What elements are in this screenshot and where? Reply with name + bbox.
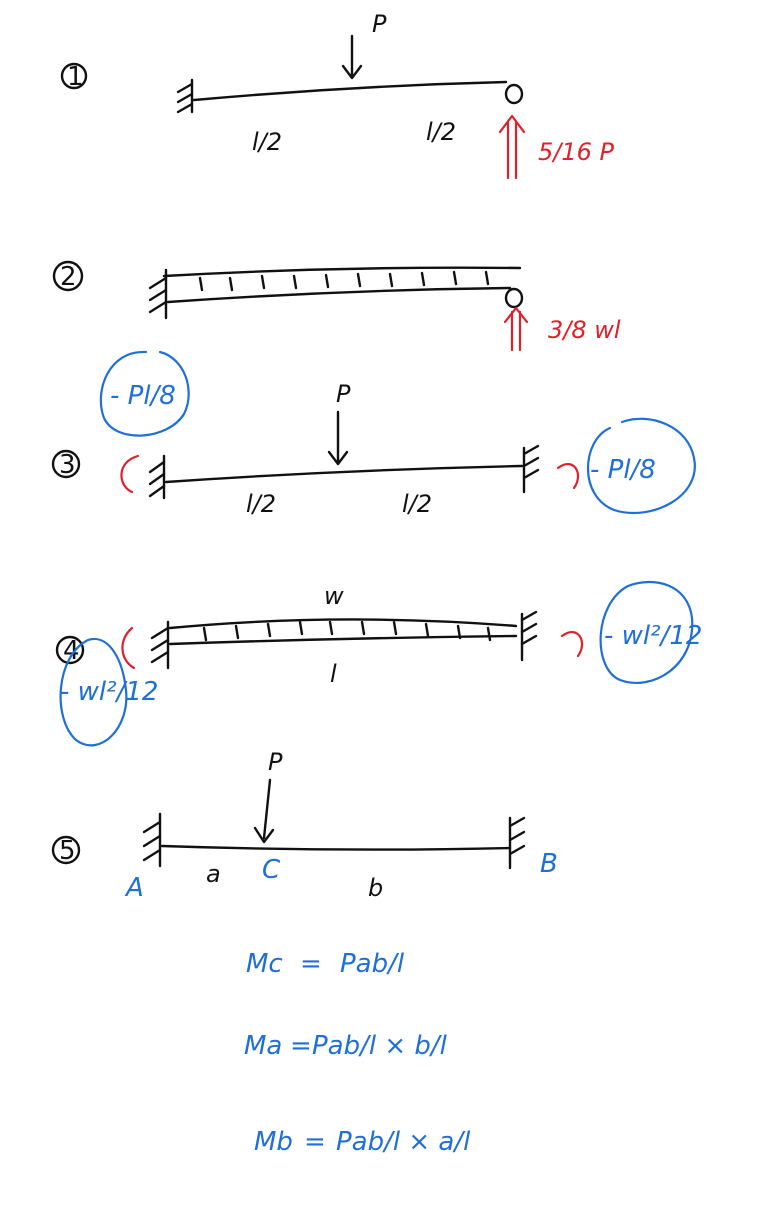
case-1-number: 1 — [67, 62, 84, 92]
case-4-beam — [168, 634, 518, 646]
case-5-seg-a: a — [206, 860, 221, 888]
case-3-load-label: P — [336, 380, 351, 408]
case-5-seg-b: b — [368, 874, 383, 902]
case-4-span: l — [330, 660, 337, 688]
case-4-right-moment-arrow — [560, 631, 584, 658]
case-3-right-hatch — [522, 444, 540, 480]
case-1-reaction: 5/16 P — [538, 138, 615, 166]
case-4-left-moment: - wl²/12 — [60, 677, 158, 707]
case-2: 2 3/8 wl — [52, 260, 621, 352]
case-1-load-arrow — [341, 34, 363, 80]
case-2-load-ticks — [198, 270, 490, 292]
formula-ma-rhs: Pab/l × b/l — [312, 1031, 448, 1061]
case-3-circle — [51, 449, 81, 479]
case-2-circle — [52, 260, 84, 292]
case-1-roller — [504, 83, 524, 105]
case-1-left-span: l/2 — [252, 128, 282, 156]
case-5-point-a: A — [124, 873, 144, 903]
case-5-left-hatch — [142, 820, 162, 862]
case-4-load-ticks — [202, 620, 492, 642]
case-5-number: 5 — [59, 836, 76, 866]
case-3-left-span: l/2 — [246, 490, 276, 518]
case-2-reaction-arrow — [503, 306, 529, 352]
case-5-right-hatch — [508, 816, 526, 856]
case-4-right-moment-bubble — [599, 580, 694, 685]
formulas: Mc = Pab/l Ma = Pab/l × b/l Mb = Pab/l ×… — [244, 949, 471, 1157]
case-4-left-moment-bubble — [59, 637, 128, 747]
case-3: 3 - Pl/8 P l/2 l/2 - Pl/8 — [51, 350, 696, 518]
case-4: 4 - wl²/12 w l - wl²/12 — [55, 580, 702, 747]
case-3-right-moment-arrow — [556, 463, 580, 490]
case-3-left-moment: - Pl/8 — [110, 381, 176, 411]
case-5-point-c: C — [262, 855, 281, 885]
case-3-load-arrow — [327, 410, 349, 466]
case-3-right-span: l/2 — [402, 490, 432, 518]
case-1: 1 P l/2 l/2 5/16 P — [60, 10, 615, 180]
case-5-load-arrow — [253, 778, 275, 844]
case-2-reaction: 3/8 wl — [548, 316, 621, 344]
case-4-left-moment-arrow — [121, 626, 136, 670]
formula-ma-lhs: Ma — [244, 1031, 282, 1061]
case-3-right-moment-bubble — [586, 417, 696, 515]
case-2-roller — [504, 287, 524, 309]
case-5-point-b: B — [540, 849, 558, 879]
formula-ma-equals: = — [290, 1031, 312, 1061]
case-4-load-line — [168, 618, 518, 630]
case-1-right-span: l/2 — [426, 118, 456, 146]
case-5-circle — [51, 835, 81, 865]
formula-mc-rhs: Pab/l — [340, 949, 405, 979]
case-2-beam — [166, 286, 512, 304]
case-1-beam — [192, 80, 508, 102]
case-5: 5 P A B C a b — [51, 748, 558, 903]
case-5-load-label: P — [268, 748, 283, 776]
case-4-left-hatch — [150, 626, 170, 664]
case-4-circle — [55, 635, 85, 665]
case-3-left-moment-bubble — [99, 350, 190, 437]
case-3-left-hatch — [148, 460, 166, 498]
case-3-right-moment: - Pl/8 — [590, 455, 656, 485]
case-2-load-line — [162, 266, 522, 278]
case-5-beam — [160, 844, 512, 851]
case-4-right-moment: - wl²/12 — [604, 621, 702, 651]
case-3-beam — [164, 464, 524, 484]
case-4-load-label: w — [324, 582, 344, 610]
case-1-load-label: P — [372, 10, 387, 38]
case-3-number: 3 — [59, 450, 76, 480]
formula-mc-equals: = — [300, 949, 322, 979]
case-3-left-moment-arrow — [120, 454, 140, 494]
case-1-reaction-arrow — [498, 114, 526, 180]
formula-mb-equals: = — [304, 1127, 326, 1157]
case-1-hatch — [176, 82, 194, 114]
case-4-right-hatch — [520, 610, 538, 646]
formula-mb-rhs: Pab/l × a/l — [336, 1127, 471, 1157]
case-2-number: 2 — [60, 262, 77, 292]
case-2-hatch — [148, 276, 168, 314]
formula-mc-lhs: Mc — [246, 949, 283, 979]
case-4-number: 4 — [63, 636, 80, 666]
case-1-circle — [60, 62, 88, 90]
formula-mb-lhs: Mb — [254, 1127, 293, 1157]
